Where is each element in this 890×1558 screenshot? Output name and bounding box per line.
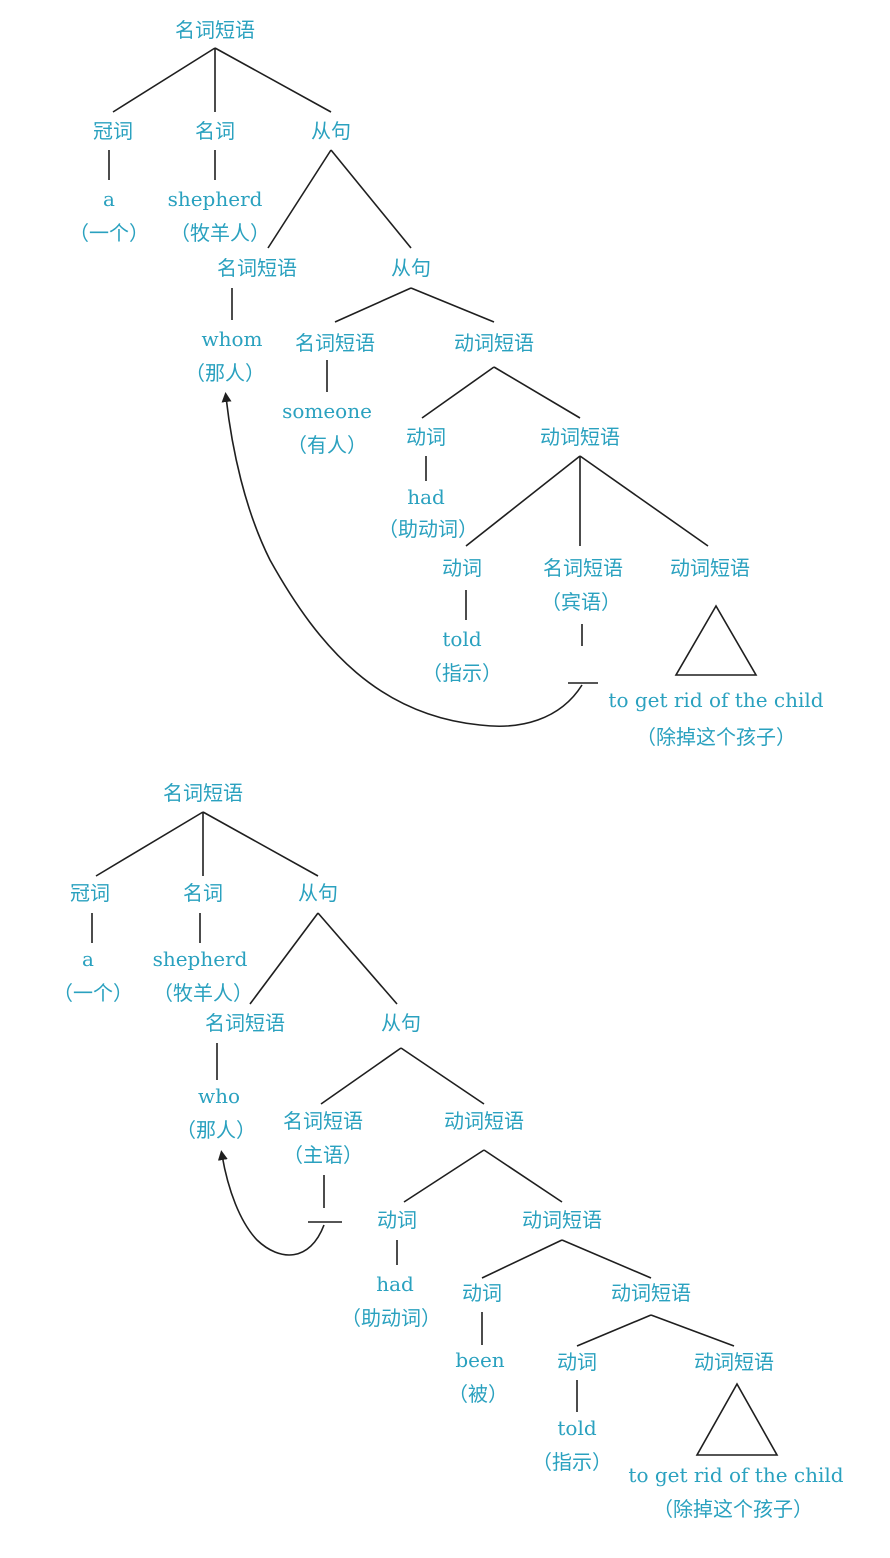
bottom-rel-word: who: [198, 1084, 240, 1108]
top-sub-clause-label: 从句: [391, 256, 431, 280]
top-comp-gloss: （除掉这个孩子）: [636, 725, 796, 749]
top-verb-gloss: （指示）: [422, 661, 502, 685]
bottom-rel-np-label: 名词短语: [205, 1011, 285, 1035]
top-rel-word: whom: [201, 327, 262, 351]
tree-top: 名词短语 冠词 名词 从句 a （一个） shepherd （牧羊人） 名词短语…: [69, 18, 824, 749]
top-det-gloss: （一个）: [69, 221, 149, 245]
bottom-verb-label: 动词: [557, 1350, 597, 1374]
bottom-det-label: 冠词: [70, 881, 110, 905]
bottom-comp-gloss: （除掉这个孩子）: [653, 1497, 813, 1521]
top-obj-label: （宾语）: [541, 590, 621, 614]
bottom-been-word: been: [455, 1348, 504, 1372]
bottom-aux-word: had: [376, 1272, 414, 1296]
top-aux-gloss: （助动词）: [378, 517, 478, 541]
top-comp-text: to get rid of the child: [608, 688, 823, 712]
bottom-aux-label: 动词: [377, 1208, 417, 1232]
bottom-comp-text: to get rid of the child: [628, 1463, 843, 1487]
top-comp-vp-label: 动词短语: [670, 556, 750, 580]
bottom-sub-clause-label: 从句: [381, 1011, 421, 1035]
tree-bottom: 名词短语 冠词 名词 从句 a （一个） shepherd （牧羊人） 名词短语…: [53, 781, 844, 1521]
top-verb-label: 动词: [442, 556, 482, 580]
top-rel-gloss: （那人）: [185, 361, 265, 385]
bottom-been-label: 动词: [462, 1281, 502, 1305]
tree-top-edges: [108, 47, 758, 728]
bottom-det-word: a: [82, 947, 94, 971]
top-aux-word: had: [407, 485, 445, 509]
bottom-root-label: 名词短语: [163, 781, 243, 805]
bottom-rel-gloss: （那人）: [176, 1118, 256, 1142]
bottom-noun-label: 名词: [183, 881, 223, 905]
top-clause-label: 从句: [311, 119, 351, 143]
top-vp2-label: 动词短语: [540, 425, 620, 449]
bottom-vp2-label: 动词短语: [522, 1208, 602, 1232]
bottom-subj-label: （主语）: [283, 1143, 363, 1167]
top-root-label: 名词短语: [175, 18, 255, 42]
bottom-vp3-label: 动词短语: [611, 1281, 691, 1305]
tree-bottom-edges: [91, 811, 779, 1456]
bottom-det-gloss: （一个）: [53, 981, 133, 1005]
top-subj-gloss: （有人）: [287, 433, 367, 457]
top-noun-label: 名词: [195, 119, 235, 143]
top-subj-word: someone: [282, 399, 372, 423]
top-det-word: a: [103, 187, 115, 211]
bottom-subj-np-label: 名词短语: [283, 1109, 363, 1133]
bottom-aux-gloss: （助动词）: [341, 1306, 441, 1330]
top-verb-word: told: [442, 627, 481, 651]
top-vp1-label: 动词短语: [454, 331, 534, 355]
top-subj-np-label: 名词短语: [295, 331, 375, 355]
top-aux-label: 动词: [406, 425, 446, 449]
bottom-noun-gloss: （牧羊人）: [153, 981, 253, 1005]
bottom-vp1-label: 动词短语: [444, 1109, 524, 1133]
top-noun-word: shepherd: [168, 187, 263, 211]
bottom-clause-label: 从句: [298, 881, 338, 905]
bottom-verb-word: told: [557, 1416, 596, 1440]
top-det-label: 冠词: [93, 119, 133, 143]
bottom-verb-gloss: （指示）: [532, 1450, 612, 1474]
top-noun-gloss: （牧羊人）: [170, 221, 270, 245]
bottom-been-gloss: （被）: [448, 1382, 508, 1406]
top-rel-np-label: 名词短语: [217, 256, 297, 280]
bottom-noun-word: shepherd: [153, 947, 248, 971]
top-obj-np-label: 名词短语: [543, 556, 623, 580]
bottom-comp-vp-label: 动词短语: [694, 1350, 774, 1374]
